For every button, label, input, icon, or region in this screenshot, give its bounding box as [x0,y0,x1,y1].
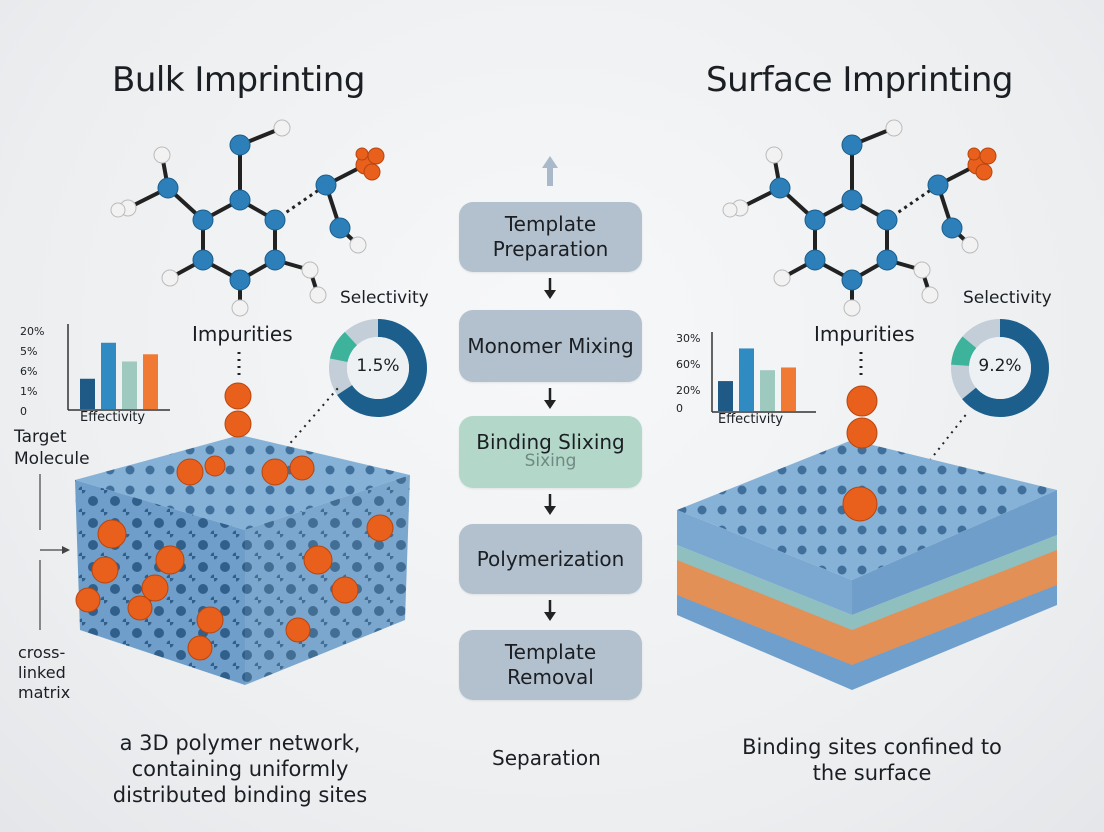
template-spheres [75,382,394,661]
surface-front-edge [677,510,852,615]
down-arrow-icon [544,600,556,621]
y-tick: 30% [676,332,701,345]
flow-step-binding-slixing: Binding Slixing Sixing [459,416,642,488]
selectivity-label-right: Selectivity [963,288,1052,308]
flow-step-template-preparation: Template Preparation [459,202,642,272]
surface-imprinting-slab [677,385,1057,690]
selectivity-label-left: Selectivity [340,288,429,308]
donut-value-segment [951,319,1049,417]
donut-value-segment [329,319,427,417]
up-arrow-icon [542,156,558,186]
caption-line: a 3D polymer network, [119,731,361,755]
bulk-caption: a 3D polymer network, containing uniform… [60,730,420,808]
bulk-imprinting-title: Bulk Imprinting [112,60,365,100]
selectivity-value-left: 1.5% [356,356,400,376]
effectivity-label-left: Effectivity [80,410,146,425]
impurities-label-right: Impurities [814,322,915,346]
caption-line: containing uniformly [131,757,349,781]
caption-line: Binding sites confined to [742,735,1002,759]
effectivity-label-right: Effectivity [718,412,784,427]
flow-step-label: Template Preparation [492,212,609,261]
surface-imprinting-title: Surface Imprinting [706,60,1013,100]
selectivity-donut-right: 9.2% [948,316,1052,420]
bulk-polymer-cube [75,382,410,685]
effectivity-bar [122,361,137,409]
down-arrow-icon [544,388,556,409]
bead-layer [677,535,1057,630]
target-molecule-label: Target Molecule [14,426,90,470]
down-arrow-icon [544,494,556,515]
cross-linked-matrix-label: cross- linked matrix [18,643,70,703]
y-tick: 1% [20,385,38,398]
matrix-label-line: linked [18,663,66,682]
template-molecule-left [110,119,385,317]
y-tick: 60% [676,358,701,371]
surface-caption: Binding sites confined to the surface [692,734,1052,786]
intermediate-layer [677,545,1057,665]
donut-center [969,337,1031,399]
selectivity-donut-right-svg [951,319,1049,417]
matrix-label-line: matrix [18,683,71,702]
caption-line: the surface [812,761,932,785]
target-label-line: Target [14,427,67,447]
surface-template-spheres [842,385,878,522]
effectivity-bar [718,381,733,411]
flow-step-ghost-label: Sixing [524,451,577,471]
effectivity-chart-left-svg [67,324,170,411]
target-arrowhead [62,546,70,554]
template-molecule-right [722,119,997,317]
flow-step-template-removal: Template Removal [459,630,642,700]
donut-center [347,337,409,399]
flow-step-polymerization: Polymerization [459,524,642,594]
matrix-label-line: cross- [18,643,66,662]
effectivity-bar [101,342,116,409]
flow-step-label: Template Removal [504,640,597,689]
selectivity-donut-left-svg [329,319,427,417]
target-label-line: Molecule [14,449,90,469]
y-tick: 0 [20,405,27,418]
effectivity-chart-left: 20% 5% 6% 1% 0 Effectivity [20,318,170,430]
flow-step-label: Monomer Mixing [467,333,634,358]
effectivity-bar [760,370,775,411]
surface-side-edge [852,490,1057,615]
down-arrow-icon [544,278,556,299]
effectivity-chart-left-yticks: 20% 5% 6% 1% 0 [20,322,44,422]
substrate-layer [677,580,1057,690]
effectivity-chart-right-svg [711,332,816,413]
y-tick: 6% [20,365,38,378]
cube-top-face [75,435,410,530]
flow-step-monomer-mixing: Monomer Mixing [459,310,642,382]
effectivity-bar [143,354,158,409]
effectivity-bar [781,367,796,411]
impurities-label-left: Impurities [192,322,293,346]
selectivity-donut-left: 1.5% [326,316,430,420]
caption-line: distributed binding sites [112,783,368,807]
y-tick: 20% [20,325,45,338]
y-tick: 5% [20,345,38,358]
flow-step-label: Polymerization [476,546,625,571]
separation-label: Separation [492,746,601,770]
selectivity-value-right: 9.2% [978,356,1022,376]
effectivity-chart-right: 30% 60% 20% 0 Effectivity [676,326,826,434]
effectivity-chart-right-yticks: 30% 60% 20% 0 [676,326,700,422]
flow-step-label: Binding Slixing [476,430,625,454]
y-tick: 0 [676,402,683,415]
y-tick: 20% [676,384,701,397]
effectivity-bar [739,348,754,411]
effectivity-bar [80,378,95,409]
